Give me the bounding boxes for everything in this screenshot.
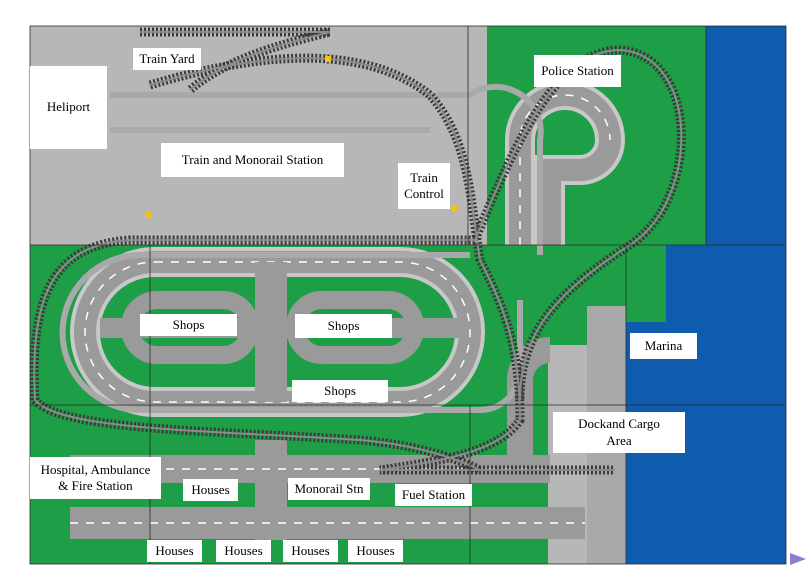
label-shops-bottom: Shops <box>292 380 388 402</box>
road-outer-loop-dash <box>84 261 471 403</box>
signal-icon <box>325 56 331 62</box>
label-houses-middle: Houses <box>183 479 238 501</box>
label-hospital-line1: Hospital, Ambulance <box>40 461 151 477</box>
road-police-dash <box>519 94 611 245</box>
label-hospital: Hospital, Ambulance & Fire Station <box>30 457 161 499</box>
label-dock-cargo: Dockand Cargo Area <box>553 412 685 453</box>
label-houses-row-3: Houses <box>283 540 338 562</box>
label-monorail-stn: Monorail Stn <box>288 478 370 500</box>
label-shops-left: Shops <box>140 314 237 336</box>
label-train-control-line1: Train <box>410 169 438 185</box>
label-train-monorail-station: Train and Monorail Station <box>161 143 344 177</box>
label-marina: Marina <box>630 333 697 359</box>
label-fuel-station: Fuel Station <box>395 484 472 506</box>
label-shops-right: Shops <box>295 314 392 338</box>
label-houses-row-1: Houses <box>147 540 202 562</box>
label-train-control-line2: Control <box>404 186 444 201</box>
train-track-rails <box>33 31 683 471</box>
label-police-station: Police Station <box>534 55 621 87</box>
monorail-loop <box>59 83 544 413</box>
label-train-yard: Train Yard <box>133 48 201 70</box>
label-hospital-line2: & Fire Station <box>58 478 133 493</box>
label-train-control: Train Control <box>398 163 450 209</box>
label-houses-row-4: Houses <box>348 540 403 562</box>
label-dock-cargo-line1: Dockand Cargo <box>578 416 660 432</box>
triangle-right-icon[interactable] <box>788 551 808 567</box>
label-dock-cargo-line2: Area <box>606 432 632 448</box>
signal-icon <box>145 212 151 218</box>
signal-icon <box>452 205 458 211</box>
label-heliport: Heliport <box>30 66 107 149</box>
road-bottom-connector <box>255 440 287 540</box>
baseplate-grid <box>29 25 787 565</box>
label-houses-row-2: Houses <box>216 540 271 562</box>
